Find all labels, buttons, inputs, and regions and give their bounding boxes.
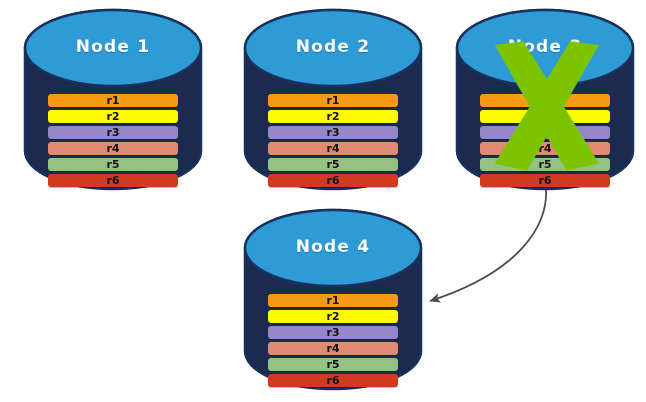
replica-row-r3[interactable]: r3 — [48, 126, 178, 139]
replica-row-r4[interactable]: r4 — [480, 142, 610, 155]
replica-row-r3[interactable]: r3 — [268, 326, 398, 339]
connector-node3-to-node4 — [429, 189, 547, 303]
replica-row-r6[interactable]: r6 — [48, 174, 178, 187]
replica-row-list: r1 r2 r3 r4 r5 r6 — [243, 294, 423, 387]
replica-row-r1[interactable]: r1 — [480, 94, 610, 107]
replica-row-list: r1 r2 r3 r4 r5 r6 — [23, 94, 203, 187]
replica-row-r5[interactable]: r5 — [268, 158, 398, 171]
cylinder-top-ellipse — [243, 208, 423, 288]
replica-row-r3[interactable]: r3 — [480, 126, 610, 139]
cylinder-top-ellipse — [455, 8, 635, 88]
replica-row-r6[interactable]: r6 — [268, 374, 398, 387]
replica-row-r5[interactable]: r5 — [48, 158, 178, 171]
replica-row-r2[interactable]: r2 — [268, 110, 398, 123]
replica-row-r4[interactable]: r4 — [48, 142, 178, 155]
replica-row-r2[interactable]: r2 — [480, 110, 610, 123]
replica-row-r1[interactable]: r1 — [48, 94, 178, 107]
cylinder-top-ellipse — [23, 8, 203, 88]
replica-row-r4[interactable]: r4 — [268, 342, 398, 355]
replica-row-list: r1 r2 r3 r4 r5 r6 — [455, 94, 635, 187]
cylinder-top-ellipse — [243, 8, 423, 88]
replica-row-r4[interactable]: r4 — [268, 142, 398, 155]
replica-row-r5[interactable]: r5 — [268, 358, 398, 371]
replica-row-r5[interactable]: r5 — [480, 158, 610, 171]
replica-row-r3[interactable]: r3 — [268, 126, 398, 139]
replica-row-r6[interactable]: r6 — [480, 174, 610, 187]
replica-row-list: r1 r2 r3 r4 r5 r6 — [243, 94, 423, 187]
replica-row-r2[interactable]: r2 — [48, 110, 178, 123]
replica-row-r2[interactable]: r2 — [268, 310, 398, 323]
replica-row-r6[interactable]: r6 — [268, 174, 398, 187]
replica-row-r1[interactable]: r1 — [268, 294, 398, 307]
replica-row-r1[interactable]: r1 — [268, 94, 398, 107]
